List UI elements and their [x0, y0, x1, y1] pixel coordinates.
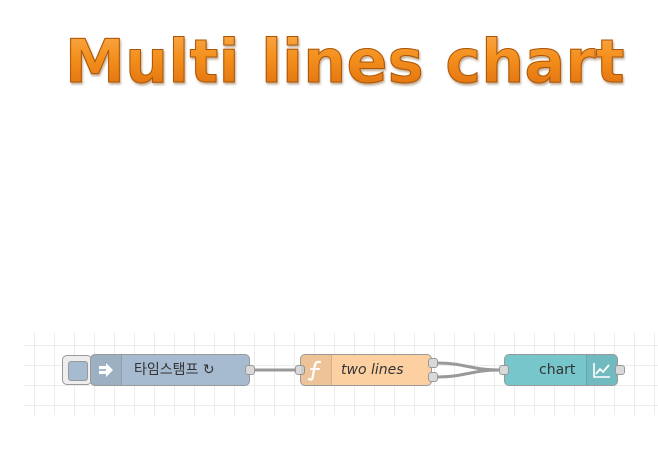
- node-inject-output-port[interactable]: [245, 365, 255, 375]
- node-inject[interactable]: 타임스탬프 ↻: [90, 354, 255, 386]
- node-chart[interactable]: chart: [499, 354, 625, 386]
- node-chart-output-port[interactable]: [615, 365, 625, 375]
- node-chart-input-port[interactable]: [499, 365, 509, 375]
- node-function-input-port[interactable]: [295, 365, 305, 375]
- node-function-output-port-1[interactable]: [428, 358, 438, 368]
- function-icon: [301, 355, 332, 385]
- node-function[interactable]: two lines: [295, 354, 438, 386]
- inject-trigger-button-face[interactable]: [68, 361, 88, 381]
- node-function-label: two lines: [341, 362, 404, 378]
- page-title: Multi lines chart: [0, 22, 658, 102]
- node-function-output-port-2[interactable]: [428, 372, 438, 382]
- node-chart-label: chart: [539, 362, 576, 378]
- node-inject-label: 타임스탬프 ↻: [134, 362, 215, 378]
- arrow-in-icon: [91, 355, 122, 385]
- chart-line-icon: [586, 355, 617, 385]
- inject-trigger-button[interactable]: [62, 355, 92, 385]
